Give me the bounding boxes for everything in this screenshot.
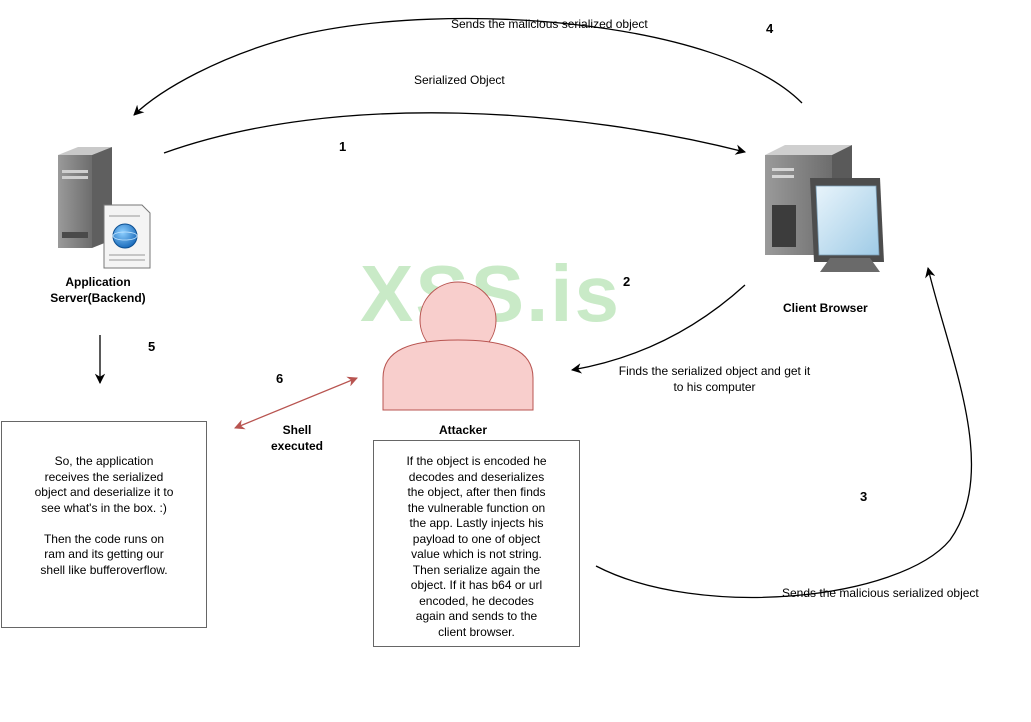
server-note-box: So, the application receives the seriali… (1, 421, 207, 628)
edge-4-number: 4 (766, 21, 774, 36)
edge-6-label: Shell executed (270, 423, 324, 453)
client-computer-icon (765, 145, 884, 272)
server-label: Application Server(Backend) (50, 275, 146, 305)
attacker-note-box: If the object is encoded he decodes and … (373, 440, 580, 647)
attacker-icon (382, 281, 534, 411)
attacker-label: Attacker (439, 423, 488, 437)
edge-3-number: 3 (860, 489, 868, 504)
edge-2-arrow (570, 284, 746, 374)
edge-4-label: Sends the malicious serialized object (451, 17, 648, 31)
edge-6-number: 6 (276, 371, 284, 386)
edge-2-number: 2 (623, 274, 631, 289)
edge-1-label: Serialized Object (414, 73, 505, 87)
edge-3-arrow (595, 266, 973, 599)
edge-6-arrow (234, 376, 358, 430)
client-label: Client Browser (783, 301, 868, 315)
edge-2-label: Finds the serialized object and get it t… (618, 364, 811, 394)
edge-1-number: 1 (339, 139, 347, 154)
edge-4-arrow (133, 17, 803, 116)
edge-1-arrow (163, 112, 747, 155)
server-icon (58, 147, 151, 269)
edge-3-label: Sends the malicious serialized object (782, 586, 979, 600)
edge-5-number: 5 (148, 339, 156, 354)
